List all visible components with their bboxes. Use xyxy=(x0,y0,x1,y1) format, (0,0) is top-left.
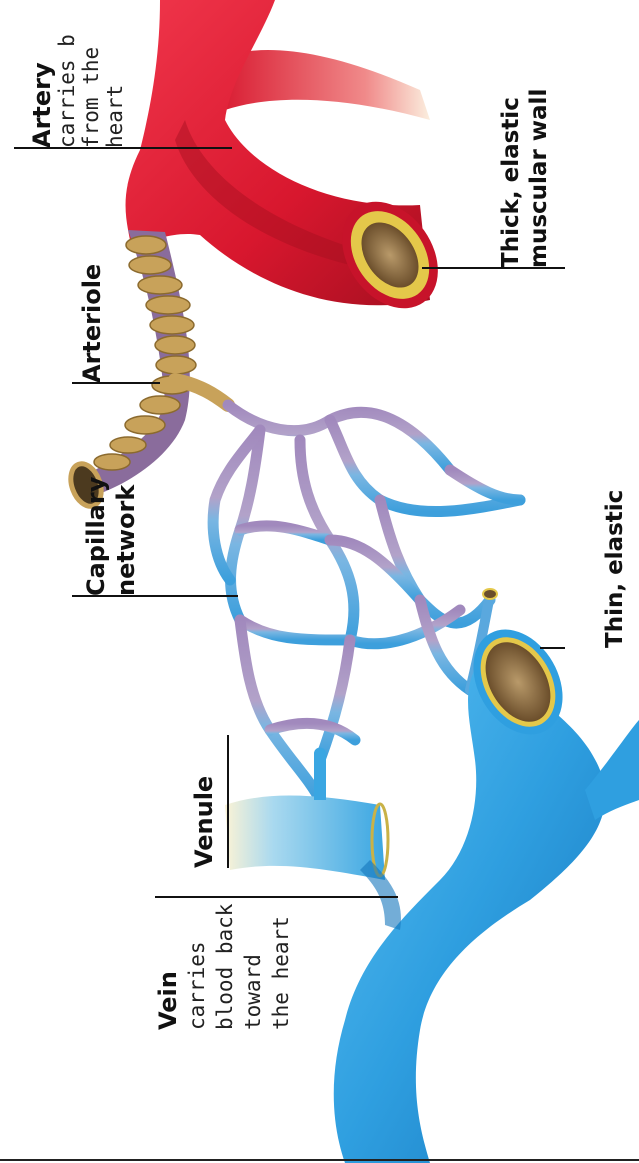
label-artery: Artery carries b from the heart xyxy=(28,34,127,148)
label-vein-line-3: toward xyxy=(241,954,265,1030)
label-vein: Vein carries blood back toward the heart xyxy=(154,903,293,1030)
label-artery-title: Artery xyxy=(28,62,56,148)
venule-tube xyxy=(225,796,385,880)
label-vein-line-4: the heart xyxy=(269,916,293,1030)
artery-branch xyxy=(215,50,430,120)
vein-trunk xyxy=(334,660,606,1163)
label-thick-wall: Thick, elastic muscular wall xyxy=(498,89,552,268)
label-thick-wall-line-2: muscular wall xyxy=(526,89,552,268)
label-capillary: Capillary network xyxy=(82,476,140,596)
arteriole-bands xyxy=(94,236,196,470)
label-capillary-line-1: Capillary xyxy=(82,476,110,596)
label-arteriole: Arteriole xyxy=(78,264,106,383)
label-arteriole-title: Arteriole xyxy=(78,264,106,383)
label-capillary-line-2: network xyxy=(112,484,140,596)
label-venule-title: Venule xyxy=(190,776,218,868)
label-vein-line-1: carries xyxy=(185,941,209,1030)
vein xyxy=(334,614,639,1163)
label-thin-wall-line-1: Thin, elastic xyxy=(602,490,628,648)
label-thin-wall: Thin, elastic xyxy=(602,490,628,648)
capillary-end-cap xyxy=(483,589,497,599)
label-vein-line-2: blood back xyxy=(213,903,237,1030)
label-thick-wall-line-1: Thick, elastic xyxy=(498,97,524,268)
label-venule: Venule xyxy=(190,776,218,868)
label-artery-line-3: heart xyxy=(103,85,127,148)
label-artery-line-2: from the xyxy=(79,47,103,148)
label-vein-title: Vein xyxy=(154,971,182,1030)
label-artery-line-1: carries b xyxy=(55,34,79,148)
